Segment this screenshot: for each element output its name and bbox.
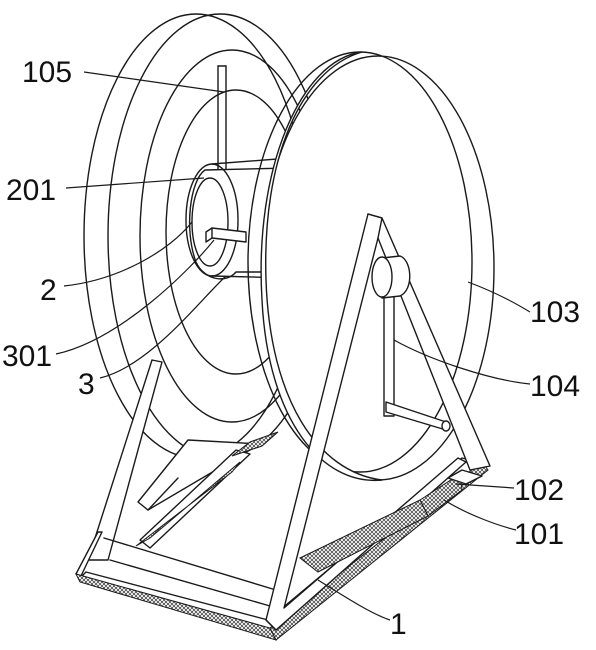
reference-labels: 105 201 2 301 3 103 104 102 101 1 xyxy=(2,56,580,641)
label-3: 3 xyxy=(78,368,95,401)
label-103: 103 xyxy=(530,296,580,329)
leader-102 xyxy=(455,483,515,489)
leader-lines xyxy=(55,71,531,621)
leader-301 xyxy=(55,239,215,355)
leader-101 xyxy=(443,499,517,531)
label-301: 301 xyxy=(2,340,52,373)
label-102: 102 xyxy=(514,474,564,507)
leader-1 xyxy=(317,579,391,621)
leader-105 xyxy=(83,71,225,93)
rear-vertical-bar xyxy=(217,65,227,171)
label-104: 104 xyxy=(530,370,580,403)
front-foot-pads xyxy=(299,469,483,573)
shaft-end xyxy=(205,227,247,243)
label-1: 1 xyxy=(390,608,407,641)
leader-201 xyxy=(65,177,205,189)
rear-foot-pads xyxy=(135,431,279,547)
leader-104 xyxy=(393,339,531,385)
label-201: 201 xyxy=(6,174,56,207)
leader-2 xyxy=(63,221,193,287)
leader-3 xyxy=(99,275,227,379)
label-2: 2 xyxy=(40,274,57,307)
label-101: 101 xyxy=(514,518,564,551)
crank-handle xyxy=(371,255,451,432)
leader-103 xyxy=(467,281,531,313)
label-105: 105 xyxy=(22,56,72,89)
